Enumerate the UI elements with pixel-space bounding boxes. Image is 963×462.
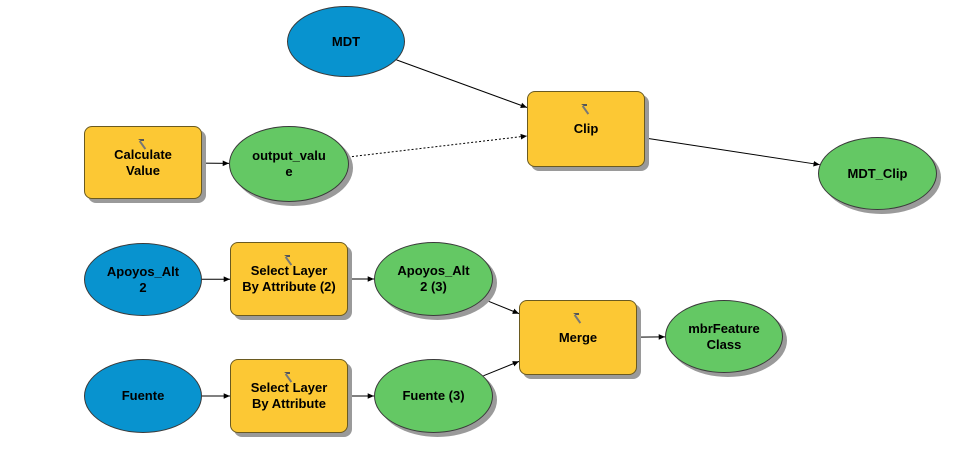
node-label: Select Layer By Attribute bbox=[250, 380, 328, 411]
node-label: Merge bbox=[558, 329, 598, 345]
node-label: mbrFeature Class bbox=[688, 320, 760, 352]
node-select-layer-by-attribute-2[interactable]: Select Layer By Attribute (2) bbox=[230, 242, 348, 316]
node-calculate-value[interactable]: Calculate Value bbox=[84, 126, 202, 199]
node-mdt[interactable]: MDT bbox=[287, 6, 405, 77]
hammer-icon bbox=[578, 85, 594, 115]
node-label: Apoyos_Alt 2 bbox=[106, 263, 180, 295]
node-label: MDT_Clip bbox=[847, 165, 908, 181]
node-label: Clip bbox=[573, 121, 599, 136]
node-clip[interactable]: Clip bbox=[527, 91, 645, 167]
connector-clip-to-mdt_clip bbox=[644, 137, 820, 167]
node-output-value[interactable]: output_valu e bbox=[229, 126, 349, 202]
node-label: Select Layer By Attribute (2) bbox=[242, 263, 336, 294]
hammer-icon bbox=[281, 236, 297, 266]
hammer-icon bbox=[570, 294, 586, 324]
node-mbr-feature-class[interactable]: mbrFeature Class bbox=[665, 300, 783, 373]
node-mdt-clip[interactable]: MDT_Clip bbox=[818, 137, 937, 210]
node-label: Apoyos_Alt 2 (3) bbox=[397, 263, 470, 294]
node-merge[interactable]: Merge bbox=[519, 300, 637, 375]
node-label: Fuente bbox=[121, 388, 165, 403]
node-fuente[interactable]: Fuente bbox=[84, 359, 202, 433]
node-label: output_valu e bbox=[252, 148, 326, 179]
connector-fuente_3-to-merge bbox=[483, 360, 520, 377]
connector-apoyos_alt2_3-to-merge bbox=[483, 298, 520, 315]
hammer-icon bbox=[135, 120, 151, 150]
connector-mdt-to-clip bbox=[396, 59, 528, 108]
hammer-icon bbox=[281, 353, 297, 383]
node-label: Calculate Value bbox=[114, 146, 172, 178]
node-select-layer-by-attribute[interactable]: Select Layer By Attribute bbox=[230, 359, 348, 433]
node-apoyos-alt2-3[interactable]: Apoyos_Alt 2 (3) bbox=[374, 242, 493, 316]
node-label: Fuente (3) bbox=[402, 388, 465, 403]
node-fuente-3[interactable]: Fuente (3) bbox=[374, 359, 493, 433]
node-apoyos-alt2[interactable]: Apoyos_Alt 2 bbox=[84, 243, 202, 316]
node-label: MDT bbox=[331, 33, 361, 49]
connector-output_value-to-clip bbox=[347, 133, 528, 158]
